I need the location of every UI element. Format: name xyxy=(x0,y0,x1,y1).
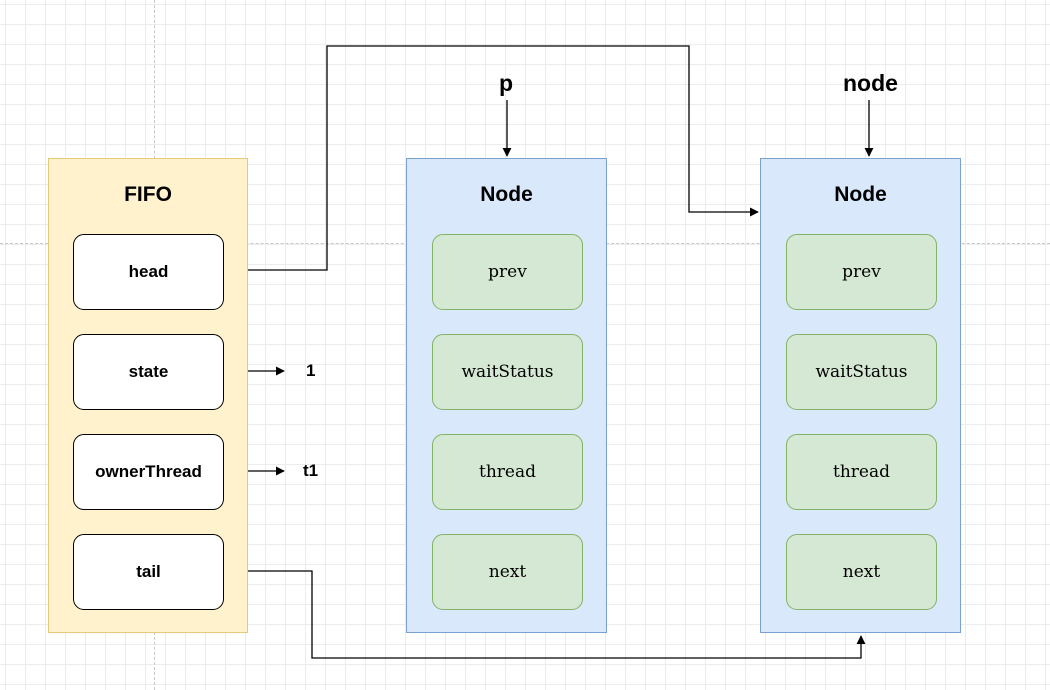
tail-to-node-connector xyxy=(224,570,866,659)
node-node-field-thread[interactable]: thread xyxy=(786,434,937,510)
pointer-label-p: p xyxy=(499,70,514,96)
node-node-container[interactable]: Node prev waitStatus thread next xyxy=(760,158,961,633)
node-p-field-thread[interactable]: thread xyxy=(432,434,583,510)
node-node-title: Node xyxy=(834,183,887,206)
fifo-field-tail[interactable]: tail xyxy=(73,534,224,610)
fifo-field-head[interactable]: head xyxy=(73,234,224,310)
fifo-container[interactable]: FIFO head state ownerThread tail xyxy=(48,158,248,633)
state-value-label: 1 xyxy=(306,361,316,380)
node-p-field-wait-status[interactable]: waitStatus xyxy=(432,334,583,410)
node-p-container[interactable]: Node prev waitStatus thread next xyxy=(406,158,607,633)
head-to-node-connector xyxy=(224,45,759,271)
node-p-title: Node xyxy=(480,183,533,206)
fifo-field-owner-thread[interactable]: ownerThread xyxy=(73,434,224,510)
node-node-field-wait-status[interactable]: waitStatus xyxy=(786,334,937,410)
fifo-field-state[interactable]: state xyxy=(73,334,224,410)
node-p-field-next[interactable]: next xyxy=(432,534,583,610)
pointer-label-node: node xyxy=(843,70,898,96)
owner-thread-value-label: t1 xyxy=(303,461,319,480)
fifo-title: FIFO xyxy=(124,183,172,206)
node-p-field-prev[interactable]: prev xyxy=(432,234,583,310)
node-node-field-prev[interactable]: prev xyxy=(786,234,937,310)
node-node-field-next[interactable]: next xyxy=(786,534,937,610)
